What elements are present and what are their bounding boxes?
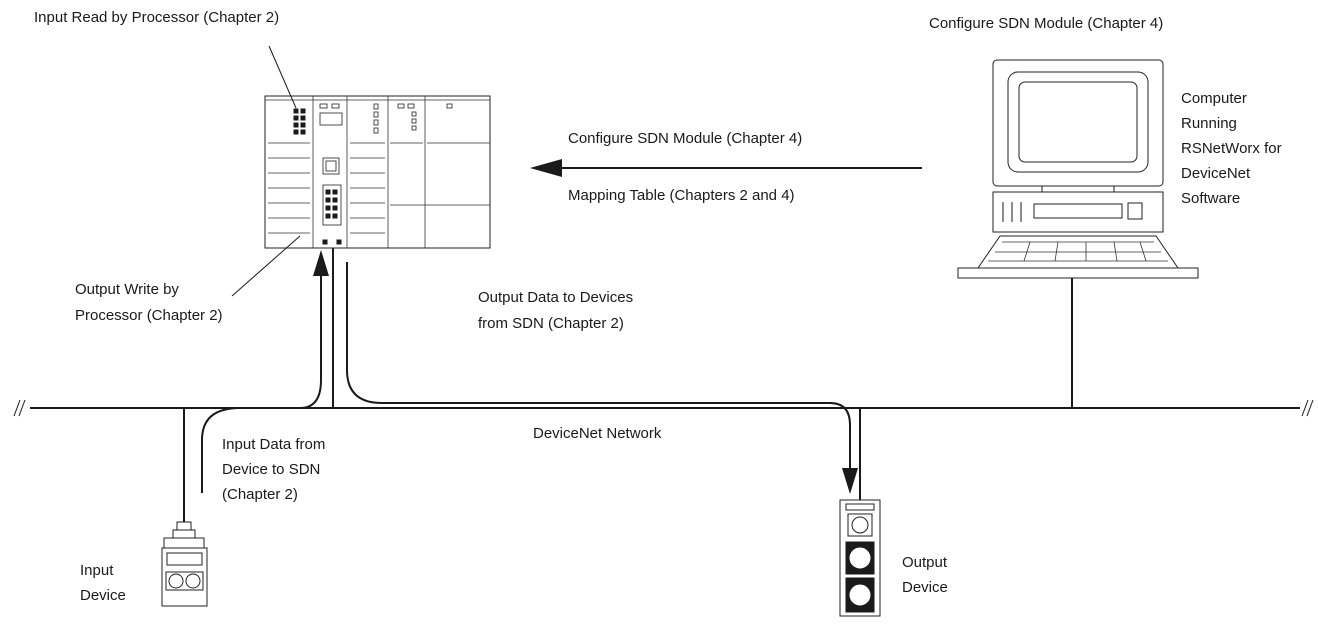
input-read-label: Input Read by Processor (Chapter 2)	[34, 9, 279, 26]
output-write-label-line2: Processor (Chapter 2)	[75, 307, 223, 324]
computer-label-line2: Running	[1181, 115, 1237, 132]
input-device-label-line1: Input	[80, 562, 114, 579]
computer-label-line1: Computer	[1181, 90, 1247, 107]
input-data-label-line2: Device to SDN	[222, 461, 320, 478]
output-write-label-line1: Output Write by	[75, 281, 179, 298]
computer-label-line3: RSNetWorx for	[1181, 140, 1282, 157]
network-label: DeviceNet Network	[533, 425, 662, 442]
input-device-label-line2: Device	[80, 587, 126, 604]
output-device-label-line2: Device	[902, 579, 948, 596]
input-data-label-line1: Input Data from	[222, 436, 325, 453]
computer-label-line5: Software	[1181, 190, 1240, 207]
mapping-table-label: Mapping Table (Chapters 2 and 4)	[568, 187, 795, 204]
output-data-label-line1: Output Data to Devices	[478, 289, 633, 306]
output-data-label-line2: from SDN (Chapter 2)	[478, 315, 624, 332]
output-data-arrow	[346, 262, 858, 494]
computer-label-line4: DeviceNet	[1181, 165, 1251, 182]
computer-icon	[957, 59, 1199, 279]
input-read-pointer	[268, 45, 297, 109]
output-write-pointer	[231, 235, 301, 297]
input-data-label-line3: (Chapter 2)	[222, 486, 298, 503]
output-device-label-line1: Output	[902, 554, 948, 571]
input-data-arrow	[201, 250, 329, 493]
output-device-icon	[839, 408, 881, 617]
input-device-icon	[161, 408, 208, 607]
configure-top-label: Configure SDN Module (Chapter 4)	[929, 15, 1163, 32]
configure-mid-label: Configure SDN Module (Chapter 4)	[568, 130, 802, 147]
configure-arrow	[530, 159, 922, 177]
controller-chassis	[264, 95, 491, 249]
